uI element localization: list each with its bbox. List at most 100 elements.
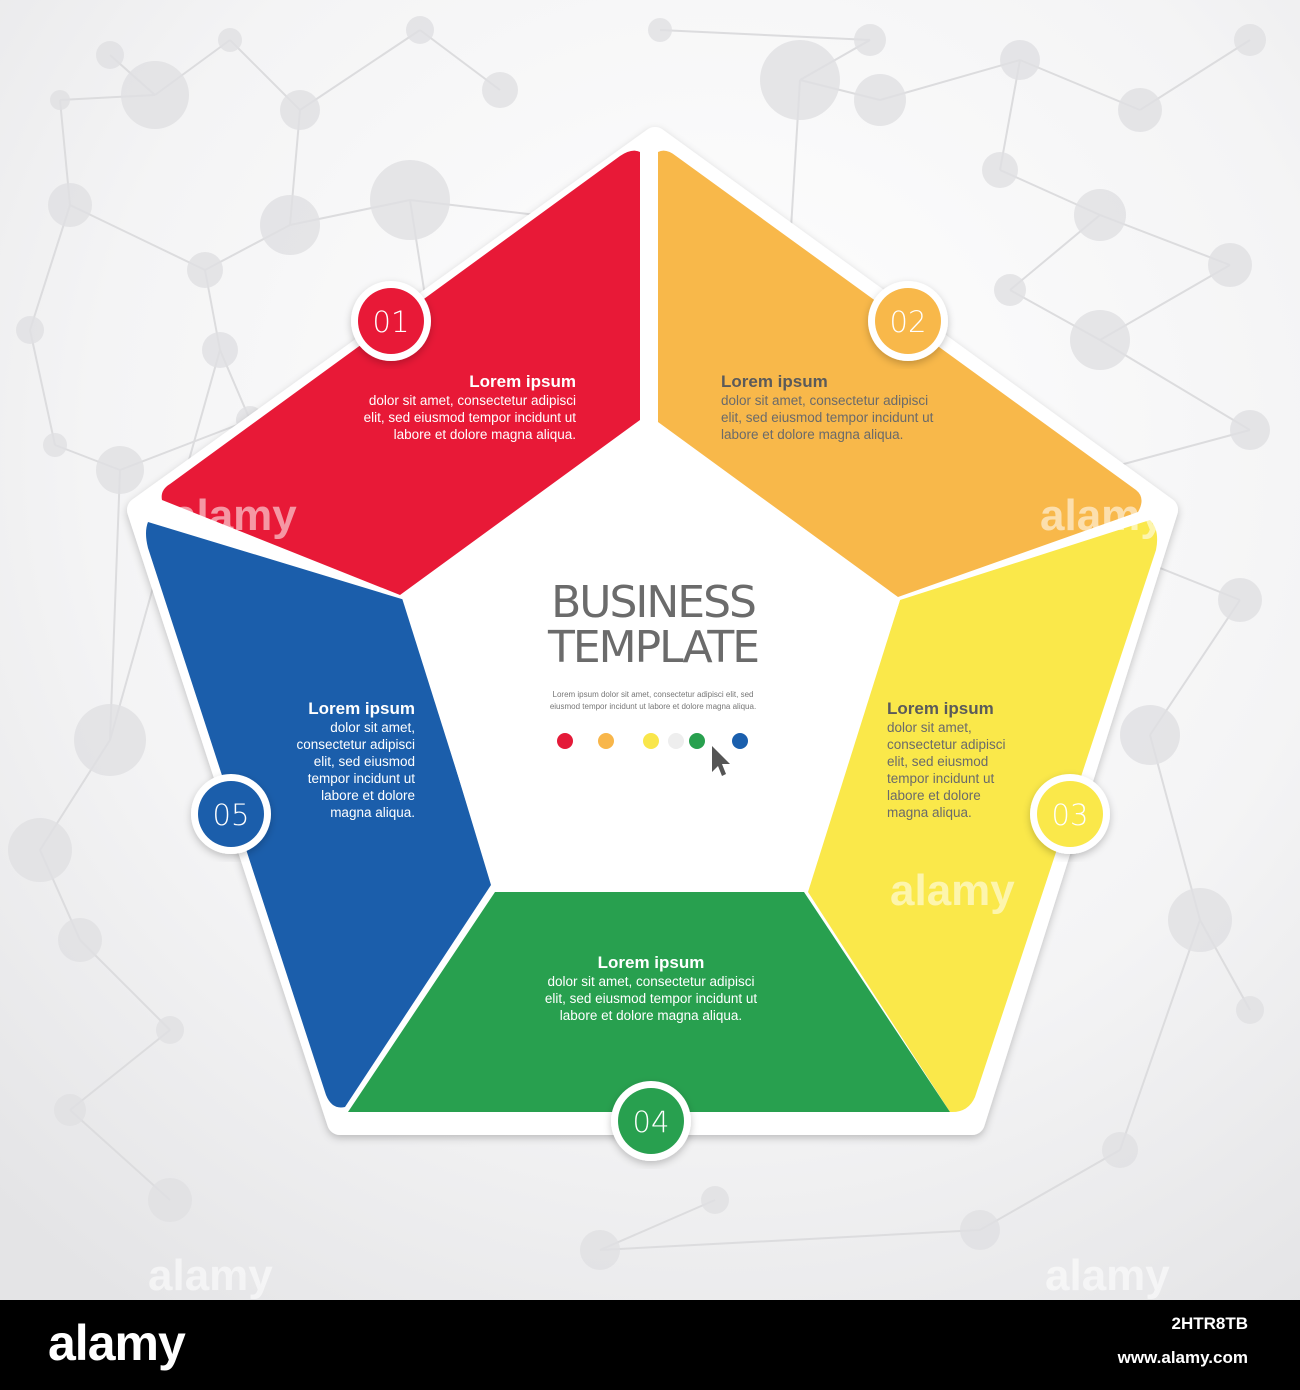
network-link bbox=[69, 1109, 171, 1201]
segment-05-line: magna aliqua. bbox=[330, 805, 415, 820]
badge-04: 04 bbox=[611, 1081, 691, 1161]
center-title-line1: BUSINESS bbox=[551, 577, 755, 628]
segment-05-text: Lorem ipsum dolor sit amet, consectetur … bbox=[296, 699, 415, 820]
segment-03-line: magna aliqua. bbox=[887, 805, 972, 820]
network-node bbox=[482, 72, 518, 108]
segment-03-line: tempor incidunt ut bbox=[887, 771, 995, 786]
color-dot bbox=[689, 733, 705, 749]
segment-02-line: labore et dolore magna aliqua. bbox=[721, 427, 903, 442]
segment-02-title: Lorem ipsum bbox=[721, 372, 828, 391]
network-node bbox=[54, 1094, 86, 1126]
segment-01-line: labore et dolore magna aliqua. bbox=[394, 427, 576, 442]
network-node bbox=[854, 24, 886, 56]
segment-01-line: dolor sit amet, consectetur adipisci bbox=[369, 393, 576, 408]
segment-01-line: elit, sed eiusmod tempor incidunt ut bbox=[364, 410, 577, 425]
segment-04-green bbox=[348, 892, 950, 1112]
segment-05-line: labore et dolore bbox=[321, 788, 415, 803]
network-node bbox=[1168, 888, 1232, 952]
network-node bbox=[1208, 243, 1252, 287]
network-link bbox=[599, 1229, 981, 1251]
badge-03: 03 bbox=[1030, 774, 1110, 854]
segment-05-line: consectetur adipisci bbox=[296, 737, 415, 752]
segment-05-line: tempor incidunt ut bbox=[308, 771, 416, 786]
cursor-icon bbox=[712, 746, 730, 776]
network-node bbox=[280, 90, 320, 130]
badge-01: 01 bbox=[351, 281, 431, 361]
segment-05-title: Lorem ipsum bbox=[308, 699, 415, 718]
network-node bbox=[960, 1210, 1000, 1250]
color-dot bbox=[732, 733, 748, 749]
network-node bbox=[1120, 705, 1180, 765]
segment-03-title: Lorem ipsum bbox=[887, 699, 994, 718]
network-node bbox=[994, 274, 1026, 306]
network-node bbox=[370, 160, 450, 240]
network-node bbox=[1070, 310, 1130, 370]
network-node bbox=[854, 74, 906, 126]
badge-01-number: 01 bbox=[373, 305, 410, 339]
footer-bar: alamy 2HTR8TB www.alamy.com bbox=[0, 1300, 1300, 1390]
watermark: alamy bbox=[172, 491, 297, 540]
network-node bbox=[50, 90, 70, 110]
segment-02-line: elit, sed eiusmod tempor incidunt ut bbox=[721, 410, 934, 425]
network-link bbox=[299, 29, 421, 111]
color-dot bbox=[557, 733, 573, 749]
network-node bbox=[580, 1230, 620, 1270]
network-link bbox=[69, 204, 206, 271]
network-node bbox=[218, 28, 242, 52]
center-subtitle-line1: Lorem ipsum dolor sit amet, consectetur … bbox=[553, 690, 754, 699]
network-node bbox=[74, 704, 146, 776]
network-node bbox=[1102, 1132, 1138, 1168]
segment-04-line: elit, sed eiusmod tempor incidunt ut bbox=[545, 991, 758, 1006]
segment-05-line: elit, sed eiusmod bbox=[314, 754, 415, 769]
segment-03-line: consectetur adipisci bbox=[887, 737, 1006, 752]
segment-03-line: dolor sit amet, bbox=[887, 720, 972, 735]
network-link bbox=[599, 1199, 716, 1251]
segment-04-line: dolor sit amet, consectetur adipisci bbox=[547, 974, 754, 989]
segment-05-blue bbox=[146, 522, 491, 1108]
center-title-line2: TEMPLATE bbox=[547, 622, 758, 673]
watermark: alamy bbox=[148, 1251, 273, 1300]
segment-03-yellow bbox=[808, 520, 1158, 1113]
network-node bbox=[406, 16, 434, 44]
network-node bbox=[1236, 996, 1264, 1024]
badge-05-number: 05 bbox=[213, 798, 250, 832]
watermark: alamy bbox=[890, 866, 1015, 915]
network-node bbox=[1118, 88, 1162, 132]
network-node bbox=[701, 1186, 729, 1214]
watermark: alamy bbox=[1040, 491, 1165, 540]
color-dot-blank bbox=[668, 733, 684, 749]
segment-03-line: elit, sed eiusmod bbox=[887, 754, 988, 769]
badge-02: 02 bbox=[868, 281, 948, 361]
segment-03-text: Lorem ipsum dolor sit amet, consectetur … bbox=[887, 699, 1006, 820]
segment-03-line: labore et dolore bbox=[887, 788, 981, 803]
alamy-logo: alamy bbox=[48, 1315, 186, 1371]
network-node bbox=[760, 40, 840, 120]
segment-05-line: dolor sit amet, bbox=[330, 720, 415, 735]
network-link bbox=[659, 29, 871, 41]
segment-01-title: Lorem ipsum bbox=[469, 372, 576, 391]
network-link bbox=[979, 1149, 1121, 1231]
network-node bbox=[1218, 578, 1262, 622]
network-node bbox=[202, 332, 238, 368]
color-dot bbox=[598, 733, 614, 749]
network-node bbox=[148, 1178, 192, 1222]
color-dots bbox=[557, 733, 748, 749]
segment-04-title: Lorem ipsum bbox=[598, 953, 705, 972]
badge-05: 05 bbox=[191, 774, 271, 854]
network-link bbox=[29, 329, 56, 446]
network-node bbox=[1234, 24, 1266, 56]
network-link bbox=[109, 469, 121, 741]
network-node bbox=[187, 252, 223, 288]
network-node bbox=[1000, 40, 1040, 80]
segment-01-text: Lorem ipsum dolor sit amet, consectetur … bbox=[364, 372, 577, 442]
network-node bbox=[8, 818, 72, 882]
network-node bbox=[121, 61, 189, 129]
center-subtitle-line2: eiusmod tempor incidunt ut labore et dol… bbox=[550, 702, 756, 711]
watermarks: alamy alamy alamy alamy alamy bbox=[148, 491, 1170, 1300]
footer-url: www.alamy.com bbox=[1117, 1348, 1248, 1367]
color-dot bbox=[643, 733, 659, 749]
network-link bbox=[69, 1029, 171, 1111]
image-id: 2HTR8TB bbox=[1171, 1314, 1248, 1333]
segment-04-line: labore et dolore magna aliqua. bbox=[560, 1008, 742, 1023]
segment-02-text: Lorem ipsum dolor sit amet, consectetur … bbox=[721, 372, 934, 442]
